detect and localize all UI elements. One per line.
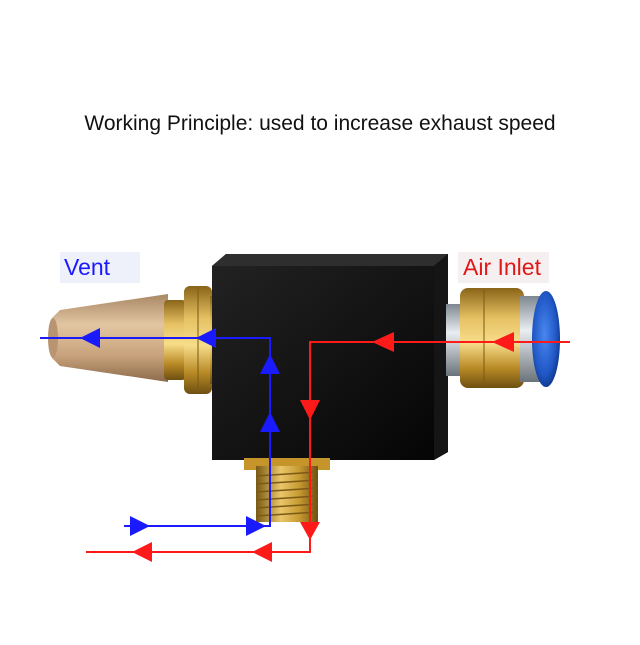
vent-arrow-2 <box>246 516 266 536</box>
inlet-arrow-1 <box>492 332 514 352</box>
vent-label: Vent <box>60 252 141 283</box>
bottom-nipple-icon <box>244 458 330 522</box>
inlet-arrow-4 <box>300 522 320 540</box>
diagram-caption: Working Principle: used to increase exha… <box>84 112 556 135</box>
vent-fitting-icon <box>164 286 222 394</box>
inlet-arrow-5 <box>252 542 272 562</box>
valve-body-icon <box>212 254 448 460</box>
air-inlet-label-text: Air Inlet <box>463 254 541 280</box>
inlet-arrow-3 <box>300 400 320 420</box>
vent-arrow-5 <box>196 328 216 348</box>
vent-label-text: Vent <box>64 254 111 280</box>
vent-arrow-3 <box>260 412 280 432</box>
inlet-arrow-2 <box>372 332 394 352</box>
vent-arrow-6 <box>80 328 100 348</box>
vent-arrow-4 <box>260 354 280 374</box>
vent-flow-arrows <box>80 328 280 536</box>
air-inlet-label: Air Inlet <box>458 252 549 283</box>
inlet-arrow-6 <box>132 542 152 562</box>
inlet-flow-arrows <box>132 332 514 562</box>
push-in-fitting-icon <box>446 288 560 388</box>
vent-arrow-1 <box>130 516 150 536</box>
